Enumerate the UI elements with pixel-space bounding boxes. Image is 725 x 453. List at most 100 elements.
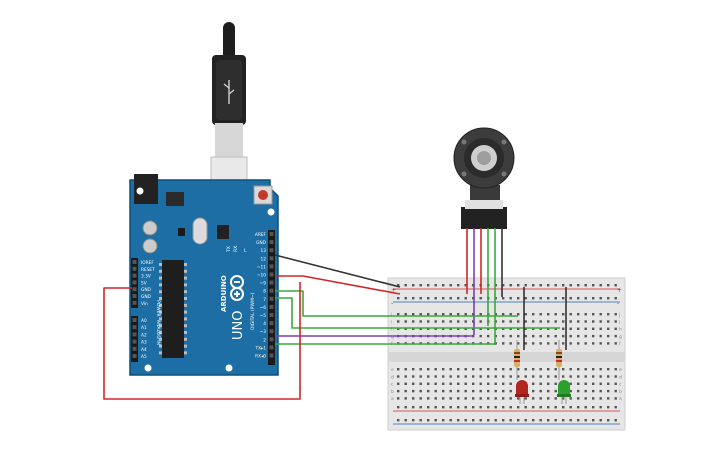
breadboard-hole[interactable]: [502, 397, 505, 400]
breadboard-hole[interactable]: [449, 320, 452, 323]
breadboard-hole[interactable]: [427, 419, 430, 422]
breadboard-hole[interactable]: [554, 375, 557, 378]
breadboard-hole[interactable]: [442, 375, 445, 378]
breadboard-hole[interactable]: [427, 382, 430, 385]
breadboard-hole[interactable]: [577, 320, 580, 323]
breadboard-hole[interactable]: [419, 389, 422, 393]
breadboard-hole[interactable]: [532, 284, 535, 287]
breadboard-hole[interactable]: [539, 406, 542, 409]
breadboard-hole[interactable]: [472, 368, 475, 371]
breadboard-hole[interactable]: [577, 313, 580, 316]
breadboard-hole[interactable]: [547, 397, 550, 400]
breadboard-hole[interactable]: [562, 327, 565, 330]
breadboard-hole[interactable]: [607, 313, 610, 316]
breadboard-hole[interactable]: [494, 397, 497, 400]
breadboard-hole[interactable]: [404, 406, 407, 409]
breadboard-hole[interactable]: [404, 375, 407, 378]
breadboard-hole[interactable]: [472, 389, 475, 393]
breadboard-hole[interactable]: [532, 419, 535, 422]
breadboard-hole[interactable]: [442, 313, 445, 316]
breadboard-hole[interactable]: [479, 297, 482, 300]
breadboard-hole[interactable]: [517, 342, 520, 345]
breadboard-hole[interactable]: [554, 297, 557, 300]
breadboard-hole[interactable]: [599, 419, 602, 422]
breadboard-hole[interactable]: [539, 320, 542, 323]
breadboard-hole[interactable]: [419, 313, 422, 316]
resistor-1[interactable]: [514, 340, 520, 380]
breadboard-hole[interactable]: [517, 375, 520, 378]
breadboard-hole[interactable]: [592, 334, 595, 338]
breadboard-hole[interactable]: [577, 382, 580, 385]
breadboard-hole[interactable]: [479, 368, 482, 371]
breadboard-hole[interactable]: [397, 320, 400, 323]
breadboard-hole[interactable]: [412, 375, 415, 378]
breadboard-hole[interactable]: [517, 284, 520, 287]
breadboard-hole[interactable]: [584, 382, 587, 385]
breadboard-hole[interactable]: [554, 342, 557, 345]
breadboard-hole[interactable]: [404, 389, 407, 393]
breadboard-hole[interactable]: [554, 382, 557, 385]
breadboard-hole[interactable]: [442, 419, 445, 422]
breadboard-hole[interactable]: [562, 397, 565, 400]
breadboard-hole[interactable]: [457, 375, 460, 378]
breadboard-hole[interactable]: [599, 320, 602, 323]
breadboard-hole[interactable]: [614, 382, 617, 385]
breadboard-hole[interactable]: [547, 406, 550, 409]
breadboard-hole[interactable]: [547, 368, 550, 371]
breadboard-hole[interactable]: [607, 284, 610, 287]
breadboard-hole[interactable]: [412, 368, 415, 371]
breadboard-hole[interactable]: [569, 375, 572, 378]
breadboard-hole[interactable]: [434, 389, 437, 393]
breadboard-hole[interactable]: [599, 327, 602, 330]
breadboard-hole[interactable]: [419, 382, 422, 385]
breadboard-hole[interactable]: [457, 397, 460, 400]
breadboard-hole[interactable]: [562, 342, 565, 345]
breadboard-hole[interactable]: [569, 320, 572, 323]
breadboard-hole[interactable]: [539, 375, 542, 378]
breadboard-hole[interactable]: [397, 389, 400, 393]
breadboard-hole[interactable]: [607, 419, 610, 422]
breadboard-hole[interactable]: [487, 368, 490, 371]
breadboard-hole[interactable]: [524, 313, 527, 316]
breadboard-hole[interactable]: [509, 313, 512, 316]
breadboard-hole[interactable]: [397, 397, 400, 400]
breadboard-hole[interactable]: [479, 397, 482, 400]
breadboard-hole[interactable]: [539, 284, 542, 287]
breadboard-hole[interactable]: [592, 342, 595, 345]
breadboard-hole[interactable]: [472, 419, 475, 422]
breadboard-hole[interactable]: [434, 406, 437, 409]
breadboard-hole[interactable]: [509, 382, 512, 385]
breadboard-hole[interactable]: [524, 334, 527, 338]
breadboard-hole[interactable]: [614, 297, 617, 300]
breadboard-hole[interactable]: [442, 368, 445, 371]
breadboard-hole[interactable]: [464, 389, 467, 393]
breadboard-hole[interactable]: [509, 284, 512, 287]
breadboard-hole[interactable]: [434, 397, 437, 400]
breadboard-hole[interactable]: [554, 419, 557, 422]
breadboard-hole[interactable]: [554, 368, 557, 371]
breadboard-hole[interactable]: [584, 397, 587, 400]
breadboard-hole[interactable]: [584, 375, 587, 378]
breadboard-hole[interactable]: [599, 313, 602, 316]
breadboard-hole[interactable]: [524, 368, 527, 371]
breadboard-hole[interactable]: [434, 419, 437, 422]
breadboard-hole[interactable]: [517, 368, 520, 371]
breadboard-hole[interactable]: [547, 320, 550, 323]
breadboard-hole[interactable]: [479, 334, 482, 338]
breadboard-hole[interactable]: [419, 284, 422, 287]
breadboard-hole[interactable]: [569, 368, 572, 371]
breadboard-hole[interactable]: [494, 368, 497, 371]
breadboard-hole[interactable]: [539, 419, 542, 422]
breadboard-hole[interactable]: [434, 284, 437, 287]
breadboard-hole[interactable]: [427, 368, 430, 371]
breadboard-hole[interactable]: [554, 313, 557, 316]
breadboard-hole[interactable]: [569, 382, 572, 385]
breadboard-hole[interactable]: [509, 334, 512, 338]
breadboard-hole[interactable]: [607, 397, 610, 400]
breadboard-hole[interactable]: [607, 375, 610, 378]
breadboard-hole[interactable]: [509, 375, 512, 378]
breadboard-hole[interactable]: [494, 389, 497, 393]
breadboard-hole[interactable]: [539, 382, 542, 385]
breadboard-hole[interactable]: [397, 297, 400, 300]
led-red[interactable]: [515, 380, 529, 404]
